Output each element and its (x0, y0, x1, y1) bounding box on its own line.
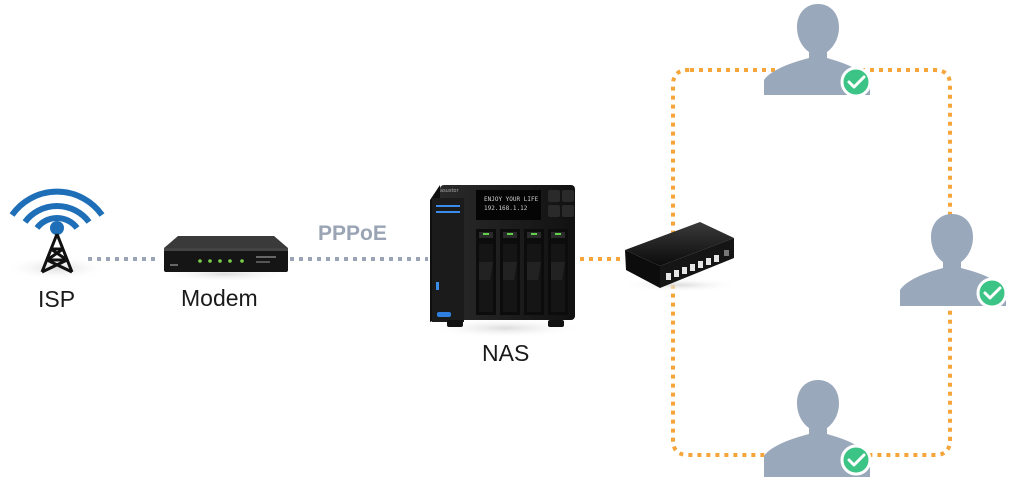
isp-label: ISP (38, 286, 76, 312)
user-right-icon (900, 214, 1006, 306)
nas-brand: asustor (440, 188, 459, 194)
nas-display-line1: ENJOY YOUR LIFE (484, 196, 539, 203)
lan-loop (671, 68, 952, 457)
check-badge-bottom-icon (840, 444, 872, 476)
nas-label: NAS (482, 340, 530, 366)
nas-display-line2: 192.168.1.12 (484, 205, 528, 212)
pppoe-label: PPPoE (318, 222, 387, 245)
nas-device-icon: ENJOY YOUR LIFE 192.168.1.12 asustor (427, 185, 583, 338)
check-badge-right-icon (976, 277, 1008, 309)
isp-antenna-icon (5, 188, 109, 280)
modem-label: Modem (181, 285, 258, 311)
network-switch-icon (620, 222, 740, 292)
check-badge-top-icon (840, 66, 872, 98)
user-top-icon (764, 4, 870, 95)
modem-icon (157, 236, 293, 282)
